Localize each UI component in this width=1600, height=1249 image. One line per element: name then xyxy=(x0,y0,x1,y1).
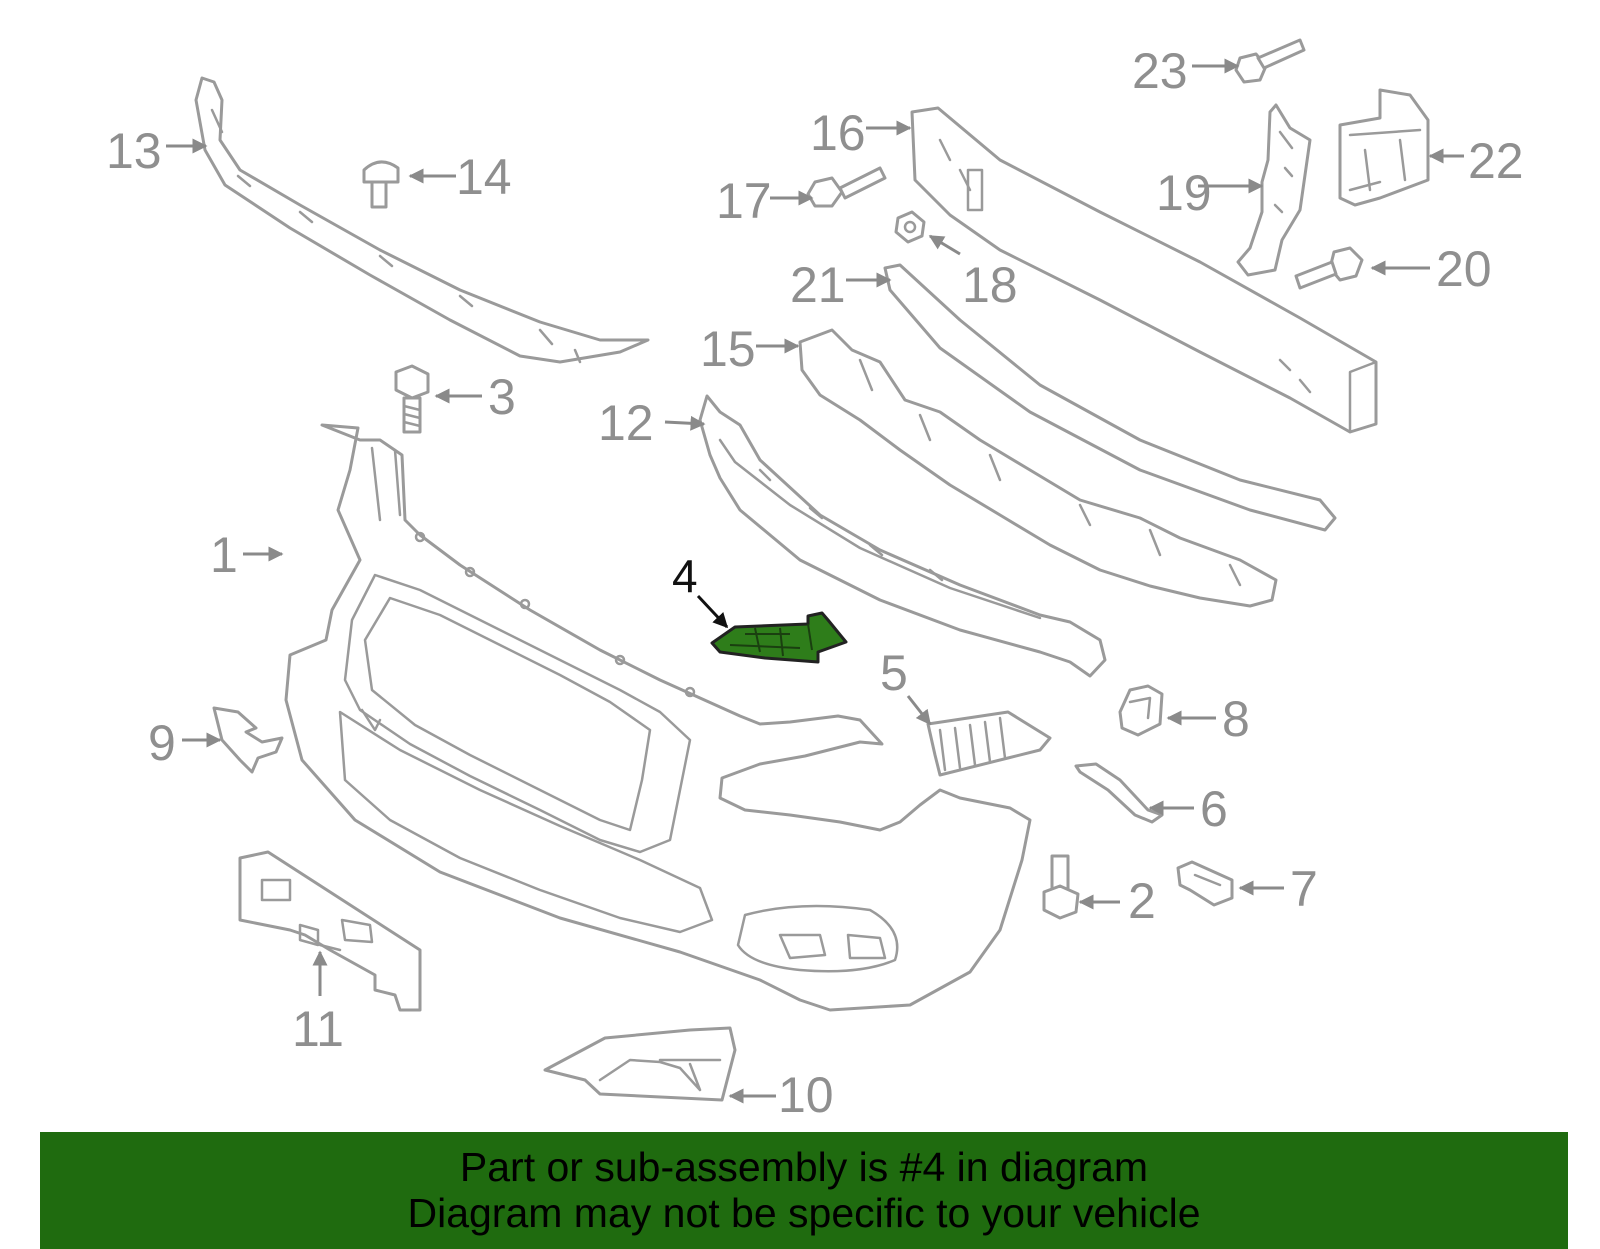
part-19-side-bracket xyxy=(1236,103,1312,277)
part-1-bumper-cover xyxy=(284,423,1032,1012)
part-2-bolt xyxy=(1042,854,1080,920)
part-9-bracket xyxy=(212,706,284,774)
part-7-clip xyxy=(1176,860,1234,907)
callout-13: 13 xyxy=(106,123,162,179)
part-14-clip xyxy=(362,160,400,209)
part-11-license-bracket xyxy=(238,850,422,1012)
callout-4: 4 xyxy=(672,550,698,602)
leader-12 xyxy=(664,415,706,431)
callout-21: 21 xyxy=(790,257,846,313)
part-10-fog-bezel xyxy=(543,1026,737,1102)
part-21-strip xyxy=(883,263,1337,532)
part-16-beam xyxy=(910,106,1378,434)
callout-12: 12 xyxy=(598,395,654,451)
part-15-absorber xyxy=(798,328,1278,608)
callout-22: 22 xyxy=(1468,133,1524,189)
callout-23: 23 xyxy=(1132,43,1188,99)
callout-6: 6 xyxy=(1200,781,1228,837)
callout-14: 14 xyxy=(456,149,512,205)
callout-10: 10 xyxy=(778,1067,834,1123)
part-5-grille-bracket xyxy=(926,710,1052,777)
parts-diagram: 1 2 3 4 5 6 7 8 9 10 11 12 13 14 15 16 1… xyxy=(106,38,1524,1123)
part-8-clip xyxy=(1118,684,1164,737)
callout-11: 11 xyxy=(292,1001,344,1057)
part-13-upper-trim xyxy=(194,76,650,364)
leader-4 xyxy=(696,594,729,629)
part-3-bolt xyxy=(394,364,430,434)
callout-9: 9 xyxy=(148,715,176,771)
callout-labels: 1 2 3 4 5 6 7 8 9 10 11 12 13 14 15 16 1… xyxy=(106,43,1524,1123)
part-23-bolt xyxy=(1234,38,1306,84)
callout-19: 19 xyxy=(1156,165,1212,221)
part-20-bolt xyxy=(1294,246,1364,290)
callout-16: 16 xyxy=(810,105,866,161)
leader-5 xyxy=(906,695,932,726)
part-4-highlighted-bracket xyxy=(710,611,848,664)
part-12-reinforcement xyxy=(698,394,1107,678)
callout-7: 7 xyxy=(1290,861,1318,917)
callout-1: 1 xyxy=(210,527,238,583)
callout-20: 20 xyxy=(1436,241,1492,297)
callout-15: 15 xyxy=(700,321,756,377)
part-22-mount xyxy=(1338,88,1430,207)
leader-18 xyxy=(928,234,961,256)
part-17-bolt xyxy=(806,166,887,208)
info-banner: Part or sub-assembly is #4 in diagram Di… xyxy=(40,1132,1568,1249)
callout-5: 5 xyxy=(880,645,908,701)
banner-line-2: Diagram may not be specific to your vehi… xyxy=(407,1190,1201,1236)
callout-3: 3 xyxy=(488,369,516,425)
callout-17: 17 xyxy=(716,173,772,229)
banner-line-1: Part or sub-assembly is #4 in diagram xyxy=(459,1144,1149,1190)
callout-18: 18 xyxy=(962,257,1018,313)
part-6-trim-strip xyxy=(1074,762,1164,824)
callout-2: 2 xyxy=(1128,873,1156,929)
leader-arrows xyxy=(166,58,1464,1104)
part-18-nut xyxy=(894,210,926,244)
callout-8: 8 xyxy=(1222,691,1250,747)
